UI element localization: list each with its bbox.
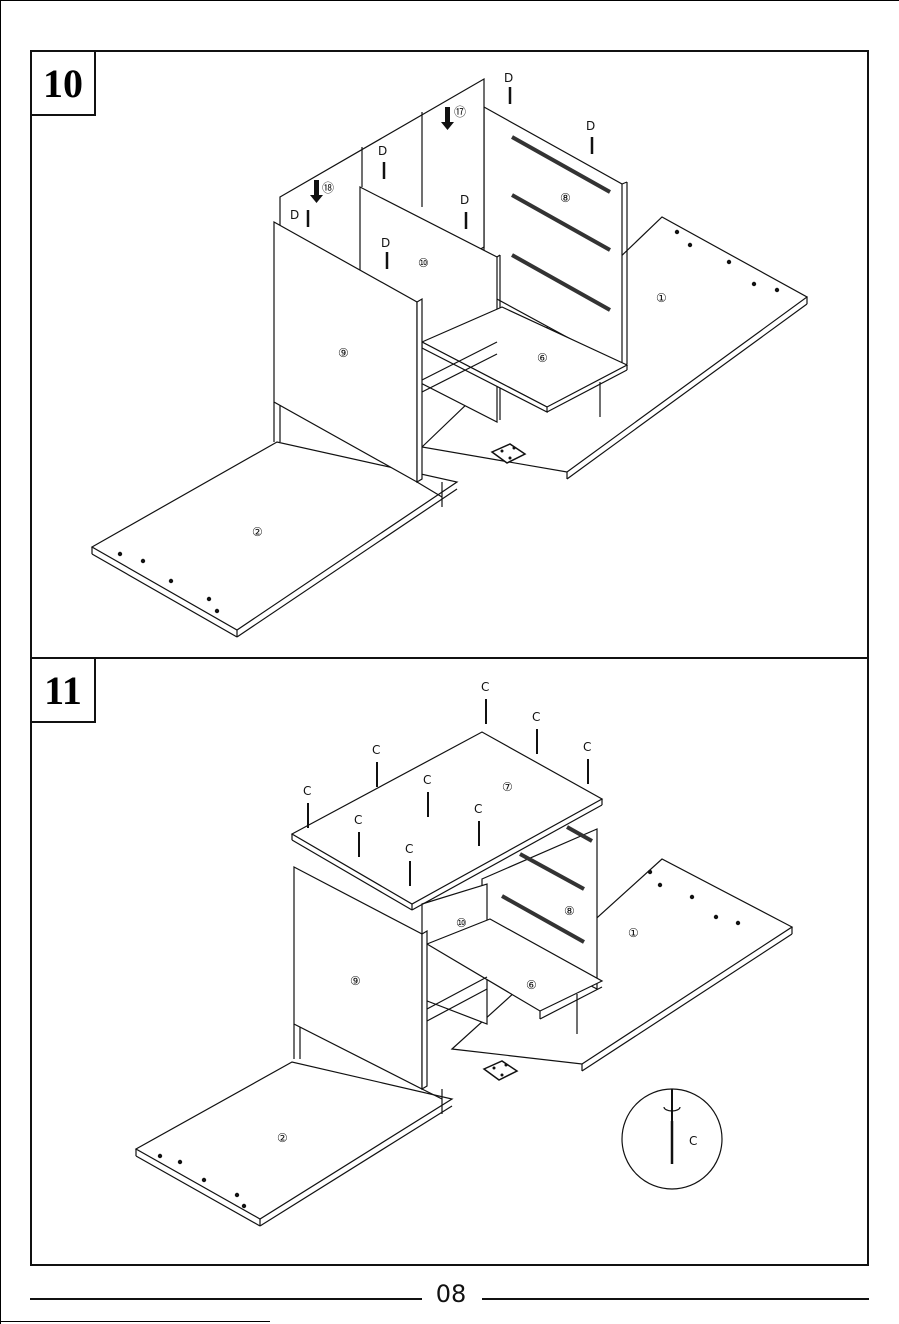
connector-plate <box>484 1061 517 1080</box>
screwdriver-detail: C <box>622 1089 722 1189</box>
step-10-panel: 10 <box>30 50 869 659</box>
page-top-border <box>0 0 899 1</box>
panel-label-base-right: ① <box>628 926 639 940</box>
footer-rule-left <box>30 1298 422 1300</box>
dowel-label: D <box>504 71 513 85</box>
dowel-label: D <box>460 193 469 207</box>
screw-label: C <box>303 784 311 798</box>
dowel-label: D <box>586 119 595 133</box>
screw-label: C <box>583 740 591 754</box>
screw-label: C <box>372 743 380 757</box>
step-11-panel: 11 <box>30 657 869 1266</box>
panel-label-base-left: ② <box>277 1131 288 1145</box>
panel-label-bottom: ⑥ <box>526 978 537 992</box>
panel-label-top: ⑦ <box>502 780 513 794</box>
panel-label-base-left: ② <box>252 525 263 539</box>
screw-label: C <box>354 813 362 827</box>
part-ref: ⑰ <box>454 105 466 119</box>
screw-label: C <box>423 773 431 787</box>
dowel-label: D <box>378 144 387 158</box>
base-board-left <box>136 1062 452 1226</box>
screw-label: C <box>481 680 489 694</box>
detail-label: C <box>689 1134 697 1148</box>
screw-label: C <box>405 842 413 856</box>
page-left-border <box>0 0 1 1324</box>
panel-label-middle: ⑩ <box>456 916 467 930</box>
bottom-rule <box>0 1321 270 1322</box>
panel-label-back: ⑧ <box>564 904 575 918</box>
step-11-illustration: C C C C C C C C C ⑦ ⑧ ⑩ ① ⑨ ⑥ ② C <box>32 659 867 1264</box>
footer-rule-right <box>482 1298 869 1300</box>
panel-label-side: ⑨ <box>338 346 349 360</box>
panel-label-back: ⑧ <box>560 191 571 205</box>
screw-label: C <box>474 802 482 816</box>
screw-label: C <box>532 710 540 724</box>
panel-label-bottom: ⑥ <box>537 351 548 365</box>
part-ref: ⑱ <box>322 181 334 195</box>
step-10-illustration: D D D D D D ⑰ ⑱ ⑧ ⑩ ① ⑨ ⑥ ② <box>32 52 867 657</box>
page-footer: 08 <box>30 1280 869 1312</box>
dowel-label: D <box>381 236 390 250</box>
panel-label-middle: ⑩ <box>418 256 429 270</box>
panel-label-base-right: ① <box>656 291 667 305</box>
panel-label-side: ⑨ <box>350 974 361 988</box>
page-number: 08 <box>426 1280 476 1308</box>
dowel-label: D <box>290 208 299 222</box>
